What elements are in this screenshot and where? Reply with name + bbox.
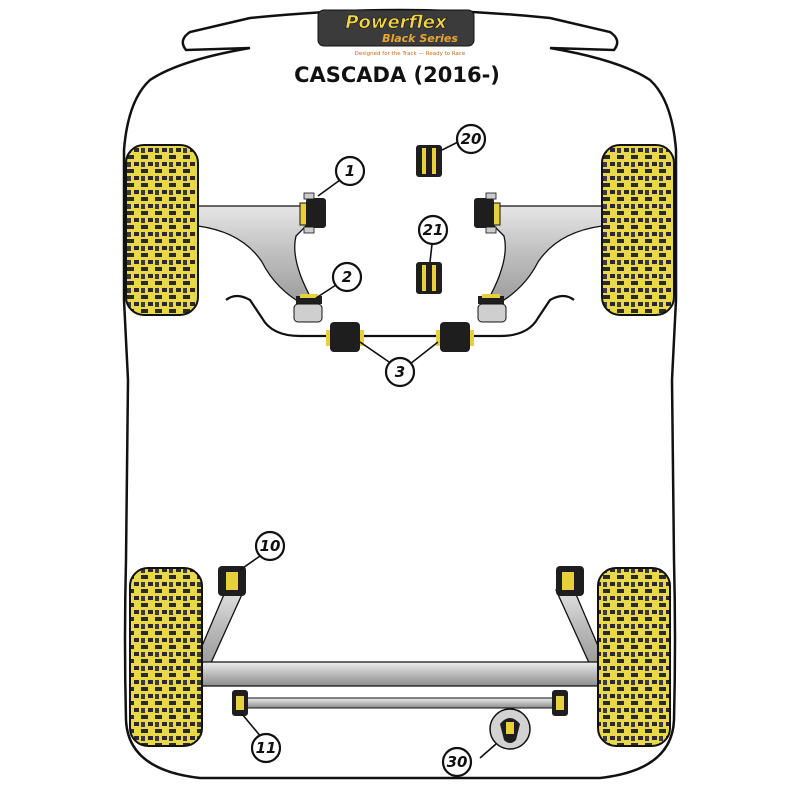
- leader-21: [429, 243, 433, 263]
- leader-3b: [409, 341, 439, 365]
- front-anti-roll-bar: [225, 294, 575, 338]
- bush-21: [416, 262, 442, 294]
- leader-10: [239, 555, 261, 571]
- leader-3a: [359, 341, 393, 365]
- page-title: CASCADA (2016-): [294, 63, 500, 87]
- front-left-tyre: [125, 144, 199, 316]
- bush-1: [299, 192, 326, 234]
- bush-3-right: [436, 322, 474, 352]
- callout-30: 30: [441, 746, 473, 778]
- leader-1: [317, 179, 341, 197]
- callout-label: 3: [395, 363, 405, 381]
- callout-label: 11: [256, 739, 277, 757]
- leader-30: [479, 743, 497, 759]
- bush-11: [232, 690, 248, 716]
- callout-label: 10: [260, 537, 281, 555]
- callout-label: 21: [423, 221, 444, 239]
- callout-2: 2: [331, 261, 363, 293]
- bush-20: [416, 145, 442, 177]
- callout-label: 2: [342, 268, 352, 286]
- engine-mount-30: [489, 708, 531, 750]
- leader-20: [441, 141, 459, 151]
- callout-label: 30: [447, 753, 468, 771]
- bush-11-right: [552, 690, 568, 716]
- callout-11: 11: [250, 732, 282, 764]
- callout-label: 1: [345, 162, 355, 180]
- callout-3: 3: [384, 356, 416, 388]
- callout-label: 20: [461, 130, 482, 148]
- leader-11: [241, 713, 263, 739]
- bush-1-right: [474, 192, 501, 234]
- bush-3-left: [326, 322, 364, 352]
- bush-10-right: [556, 566, 584, 596]
- bush-10: [218, 566, 246, 596]
- bush-2: [293, 294, 323, 323]
- logo-tagline: Designed for the Track — Ready to Race: [355, 51, 466, 57]
- logo-series: Black Series: [382, 32, 458, 45]
- front-right-tyre: [601, 144, 675, 316]
- leader-2: [315, 284, 337, 299]
- rear-right-tyre: [597, 567, 671, 747]
- callout-1: 1: [334, 155, 366, 187]
- logo-brand: Powerflex: [345, 12, 448, 33]
- rear-tie-bar: [239, 697, 561, 709]
- rear-beam: [199, 661, 601, 687]
- powerflex-logo: Powerflex Black Series Designed for the …: [317, 9, 475, 57]
- rear-left-tyre: [129, 567, 203, 747]
- callout-21: 21: [417, 214, 449, 246]
- callout-10: 10: [254, 530, 286, 562]
- bush-2-right: [477, 294, 507, 323]
- callout-20: 20: [455, 123, 487, 155]
- car-body-outline: [122, 8, 678, 780]
